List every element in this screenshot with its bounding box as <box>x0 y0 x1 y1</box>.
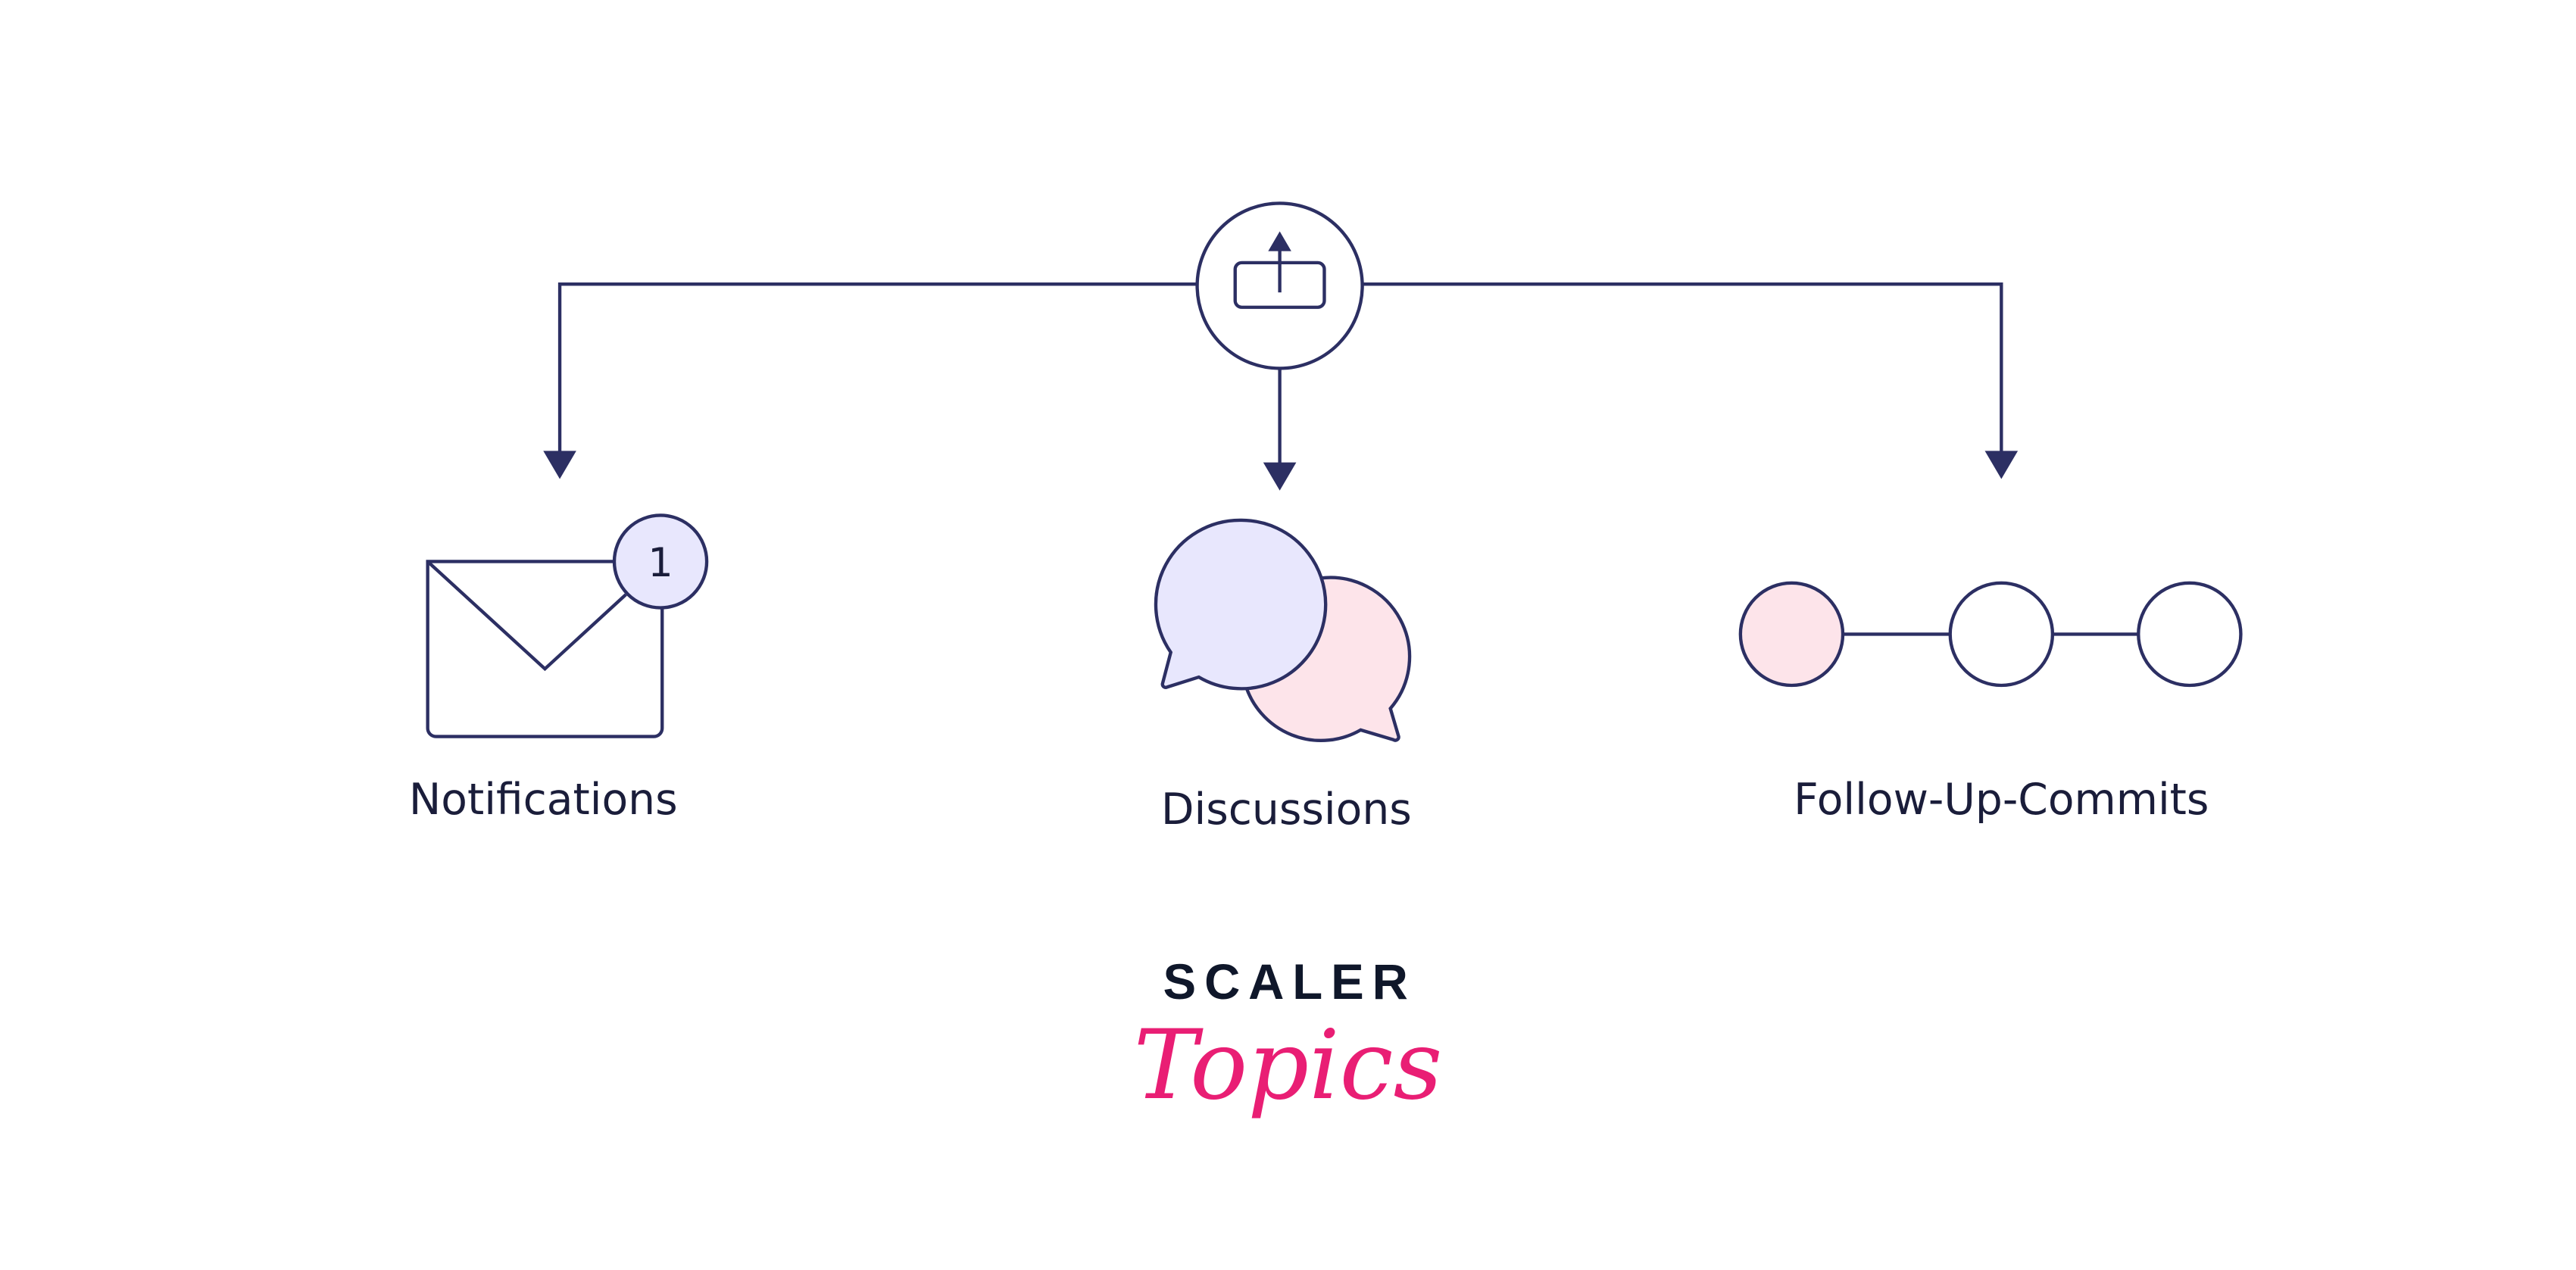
commit-node <box>1738 581 1845 688</box>
upload-box-icon <box>1195 201 1364 370</box>
logo-scaler: SCALER <box>1163 954 1416 1009</box>
commit-node <box>2137 581 2243 688</box>
arrowhead-right <box>1984 451 2019 479</box>
envelope-icon <box>426 560 664 738</box>
logo-topics: Topics <box>1134 1009 1443 1121</box>
chat-bubbles-icon <box>1154 518 1412 742</box>
commit-node <box>1948 581 2055 688</box>
label-notifications: Notifications <box>409 775 678 825</box>
scaler-topics-logo: SCALER Topics <box>1134 954 1443 1121</box>
label-discussions: Discussions <box>1161 785 1412 835</box>
notification-count: 1 <box>648 540 673 586</box>
connector-left <box>557 282 1197 454</box>
commit-chain-icon <box>1738 581 2243 688</box>
label-follow-up-commits: Follow-Up-Commits <box>1794 775 2209 825</box>
connector-right <box>1362 282 2003 454</box>
arrowhead-center <box>1263 462 1297 491</box>
arrowhead-left <box>543 451 576 479</box>
notification-badge <box>612 513 709 610</box>
